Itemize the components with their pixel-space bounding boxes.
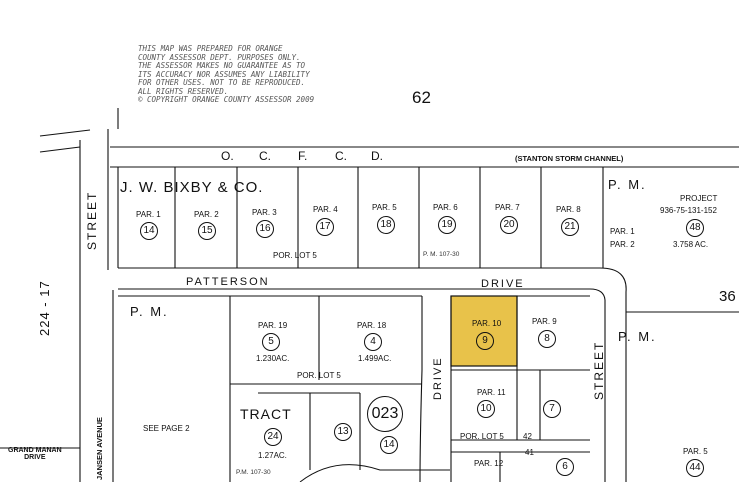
parcel-number[interactable]: 14 — [140, 222, 158, 240]
parcel-number-14[interactable]: 14 — [380, 436, 398, 454]
parcel-acreage-18: 1.499AC. — [358, 354, 392, 363]
project-par-1: PAR. 1 — [610, 227, 635, 236]
disclaimer-text: THIS MAP WAS PREPARED FOR ORANGE COUNTY … — [138, 44, 315, 104]
parcel-par-5: PAR. 5 — [683, 447, 708, 456]
project-label: PROJECT — [680, 194, 718, 203]
parcel-number-9[interactable]: 9 — [476, 332, 494, 350]
parcel-par-10: PAR. 10 — [472, 319, 502, 328]
parcel-number-6[interactable]: 6 — [556, 458, 574, 476]
parcel-number[interactable]: 20 — [500, 216, 518, 234]
parcel-number-44[interactable]: 44 — [686, 459, 704, 477]
por-lot-low: POR. LOT 5 — [460, 432, 504, 441]
drive-label: DRIVE — [481, 278, 525, 290]
lot-number-41: 41 — [525, 448, 534, 457]
parcel-number-13[interactable]: 13 — [334, 423, 352, 441]
top-parcel-par: PAR. 6 — [433, 203, 458, 212]
parcel-number[interactable]: 15 — [198, 222, 216, 240]
parcel-number-48[interactable]: 48 — [686, 219, 704, 237]
lot-number-42: 42 — [523, 432, 532, 441]
drive-vertical-label: DRIVE — [432, 356, 444, 400]
top-parcel-par: PAR. 1 — [136, 210, 161, 219]
parcel-number[interactable]: 19 — [438, 216, 456, 234]
por-lot-top: POR. LOT 5 — [273, 251, 317, 260]
parcel-par-12: PAR. 12 — [474, 459, 504, 468]
pm-label-top-right: P. M. — [608, 177, 647, 192]
top-parcel-par: PAR. 7 — [495, 203, 520, 212]
book-page-label: 224 - 17 — [37, 280, 52, 336]
ocfcd-letter: F. — [298, 149, 308, 163]
top-parcel-par: PAR. 8 — [556, 205, 581, 214]
tract-label: TRACT — [240, 406, 292, 422]
parcel-acreage-19: 1.230AC. — [256, 354, 290, 363]
project-par-2: PAR. 2 — [610, 240, 635, 249]
ocfcd-letter: O. — [221, 149, 234, 163]
ocfcd-letter: C. — [259, 149, 271, 163]
parcel-number-4[interactable]: 4 — [364, 333, 382, 351]
top-parcel-par: PAR. 5 — [372, 203, 397, 212]
parcel-par-9: PAR. 9 — [532, 317, 557, 326]
top-parcel-par: PAR. 4 — [313, 205, 338, 214]
owner-label: J. W. BIXBY & CO. — [120, 179, 264, 196]
project-acreage: 3.758 AC. — [673, 240, 709, 249]
parcel-number-7[interactable]: 7 — [543, 400, 561, 418]
patterson-label: PATTERSON — [186, 276, 270, 288]
parcel-number-24[interactable]: 24 — [264, 428, 282, 446]
pm-book-low: P.M. 107-30 — [236, 469, 271, 476]
grand-manan-label: GRAND MANAN DRIVE — [8, 447, 62, 461]
parcel-par-18: PAR. 18 — [357, 321, 387, 330]
parcel-par-19: PAR. 19 — [258, 321, 288, 330]
page-number: 62 — [412, 88, 431, 107]
ocfcd-letter: D. — [371, 149, 383, 163]
project-number: 936-75-131-152 — [660, 206, 717, 215]
parcel-number-023[interactable]: 023 — [367, 396, 403, 432]
pm-book-top: P. M. 107-30 — [423, 251, 460, 258]
parcel-number-8[interactable]: 8 — [538, 330, 556, 348]
street-label-left: STREET — [85, 190, 99, 250]
parcel-number[interactable]: 16 — [256, 220, 274, 238]
parcel-par-11: PAR. 11 — [477, 388, 506, 397]
jansen-avenue-label: JANSEN AVENUE — [95, 417, 104, 480]
tract-acreage: 1.27AC. — [258, 451, 287, 460]
pm-label-right: P. M. — [618, 329, 657, 344]
por-lot-mid: POR. LOT 5 — [297, 371, 341, 380]
parcel-number-5[interactable]: 5 — [262, 333, 280, 351]
see-page-label: SEE PAGE 2 — [143, 424, 190, 433]
parcel-number[interactable]: 17 — [316, 218, 334, 236]
street-label-right: STREET — [592, 340, 606, 400]
top-parcel-par: PAR. 3 — [252, 208, 277, 217]
ocfcd-letter: C. — [335, 149, 347, 163]
parcel-number[interactable]: 21 — [561, 218, 579, 236]
top-parcel-par: PAR. 2 — [194, 210, 219, 219]
parcel-number-10[interactable]: 10 — [477, 400, 495, 418]
parcel-number[interactable]: 18 — [377, 216, 395, 234]
adjacent-page-number: 36 — [719, 288, 736, 305]
pm-label-left: P. M. — [130, 304, 169, 319]
stanton-channel-label: (STANTON STORM CHANNEL) — [515, 154, 624, 163]
highlighted-parcel[interactable] — [450, 295, 518, 367]
